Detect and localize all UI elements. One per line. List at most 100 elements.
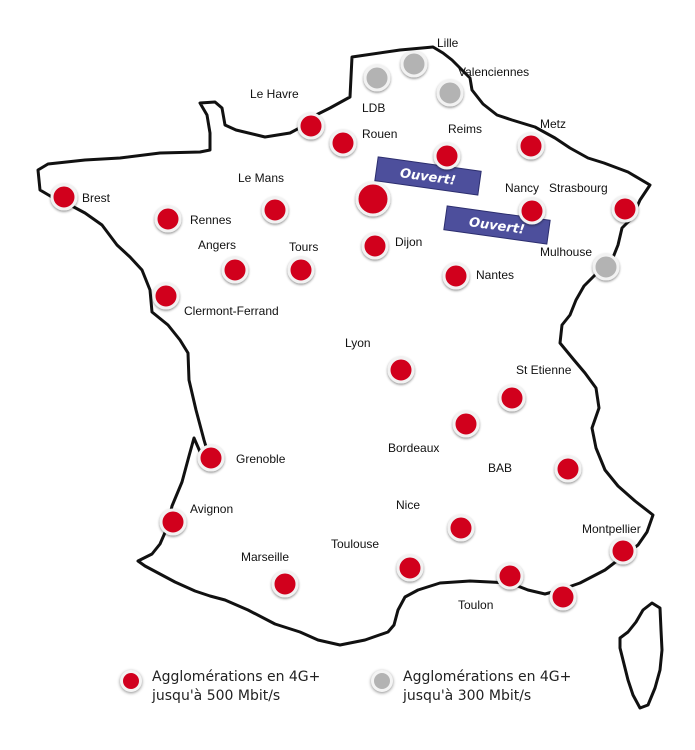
city-dot-red	[159, 508, 187, 536]
city-marker: Dijon	[361, 232, 422, 260]
city-label: Lille	[437, 36, 459, 50]
city-label: Orléans	[0, 0, 42, 3]
corsica-outline	[618, 601, 664, 710]
city-marker: Lyon	[345, 336, 415, 384]
city-marker: Reims	[433, 122, 482, 170]
city-marker: Metz	[517, 117, 566, 160]
legend-grey-line1: Agglomérations en 4G+	[403, 669, 572, 685]
city-dot-red	[517, 132, 545, 160]
city-dot-red	[554, 455, 582, 483]
city-label: LDB	[362, 101, 385, 115]
city-dot-red	[452, 410, 480, 438]
city-marker: Rouen	[329, 127, 397, 157]
city-dot-red	[518, 197, 546, 225]
city-label: Valenciennes	[458, 65, 529, 79]
city-dot-red	[297, 112, 325, 140]
city-dot-red	[50, 183, 78, 211]
city-marker: Grenoble	[197, 444, 286, 472]
city-marker: Nantes	[442, 262, 514, 290]
city-marker: BAB	[488, 455, 582, 483]
city-label: Toulouse	[331, 537, 379, 551]
legend-red-dot	[120, 670, 142, 692]
city-dot-red	[387, 356, 415, 384]
legend-grey-dot	[371, 670, 393, 692]
city-marker: Toulouse	[331, 537, 424, 582]
france-outline	[36, 45, 655, 647]
city-marker: Nancy	[505, 181, 546, 225]
city-marker: St Etienne	[498, 363, 572, 412]
city-label: Grenoble	[236, 452, 286, 466]
city-label: Bordeaux	[388, 441, 439, 455]
city-marker: Lille	[400, 36, 459, 78]
city-marker: Le Mans	[238, 171, 289, 224]
city-dot-red	[152, 282, 180, 310]
city-marker: Clermont-Ferrand	[152, 282, 279, 318]
city-dot-red	[154, 205, 182, 233]
city-marker: Orléans	[0, 0, 391, 217]
ouvert-banner-1: Ouvert!	[374, 156, 482, 196]
city-dot-red	[396, 554, 424, 582]
city-marker: Toulon	[458, 562, 524, 612]
legend-red-line1: Agglomérations en 4G+	[152, 669, 321, 685]
city-marker: Bordeaux	[388, 410, 480, 455]
city-label: Toulon	[458, 598, 493, 612]
city-label: Strasbourg	[549, 181, 608, 195]
city-dot-grey	[592, 253, 620, 281]
city-label: Metz	[540, 117, 566, 131]
city-dot-grey	[436, 79, 464, 107]
city-dot-red	[261, 196, 289, 224]
city-dot-grey	[400, 50, 428, 78]
city-dot-red	[549, 583, 577, 611]
city-label: BAB	[488, 461, 512, 475]
city-marker: Avignon	[159, 502, 233, 536]
city-label: Rennes	[190, 213, 231, 227]
city-dot-red	[221, 256, 249, 284]
city-marker	[549, 583, 577, 611]
city-dot-grey	[363, 64, 391, 92]
city-marker: Tours	[287, 240, 318, 284]
city-label: Dijon	[395, 235, 422, 249]
city-marker: Valenciennes	[436, 65, 529, 107]
city-dot-red	[197, 444, 225, 472]
city-marker: Rennes	[154, 205, 231, 233]
city-label: Le Havre	[250, 87, 299, 101]
city-dot-red	[329, 129, 357, 157]
city-label: Montpellier	[582, 522, 641, 536]
city-marker: Montpellier	[582, 522, 641, 565]
city-dot-red	[361, 232, 389, 260]
city-marker: Marseille	[241, 550, 299, 598]
city-label: Clermont-Ferrand	[184, 304, 279, 318]
city-dot-red	[609, 537, 637, 565]
city-label: Marseille	[241, 550, 289, 564]
city-label: Le Mans	[238, 171, 284, 185]
city-marker: LDB	[362, 64, 391, 115]
city-label: Reims	[448, 122, 482, 136]
city-dot-red	[271, 570, 299, 598]
city-dot-red	[355, 181, 391, 217]
city-marker: Nice	[396, 498, 475, 542]
legend-red: Agglomérations en 4G+ jusqu'à 500 Mbit/s	[120, 668, 320, 706]
city-label: Tours	[289, 240, 318, 254]
city-marker: Mulhouse	[540, 245, 620, 281]
city-label: Nantes	[476, 268, 514, 282]
city-label: Avignon	[190, 502, 233, 516]
city-label: Nice	[396, 498, 420, 512]
city-marker: Angers	[198, 238, 249, 284]
city-label: Angers	[198, 238, 236, 252]
ouvert-banner-2: Ouvert!	[443, 205, 551, 245]
city-label: Brest	[82, 191, 111, 205]
city-label: Mulhouse	[540, 245, 592, 259]
city-dot-red	[611, 195, 639, 223]
city-dot-red	[442, 262, 470, 290]
legend-red-line2: jusqu'à 500 Mbit/s	[152, 688, 281, 704]
city-dot-red	[447, 514, 475, 542]
city-dot-red	[496, 562, 524, 590]
city-dot-red	[433, 142, 461, 170]
city-label: Lyon	[345, 336, 371, 350]
legend-grey: Agglomérations en 4G+ jusqu'à 300 Mbit/s	[371, 668, 571, 706]
city-label: Rouen	[362, 127, 397, 141]
city-dot-red	[287, 256, 315, 284]
city-label: Nancy	[505, 181, 539, 195]
city-marker: Le Havre	[250, 87, 325, 140]
